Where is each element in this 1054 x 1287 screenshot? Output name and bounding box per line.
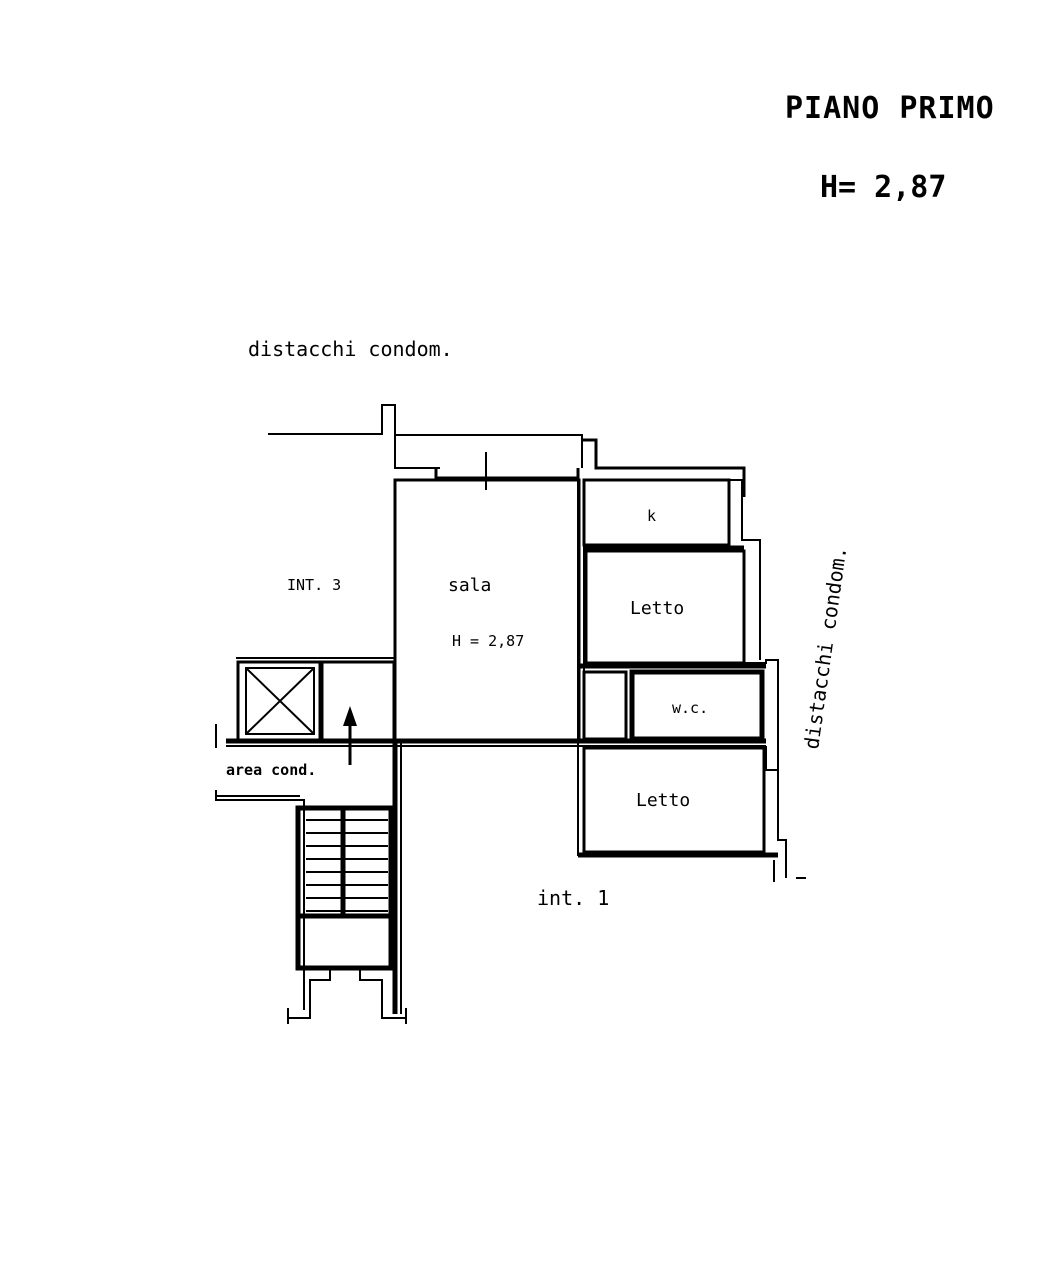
room-bedroom-2: [582, 746, 766, 854]
elevator-inner: [245, 667, 315, 735]
plan-title: PIANO PRIMO: [785, 91, 995, 126]
unit-bottom-label: int. 1: [537, 886, 609, 910]
facade-top-right: [582, 438, 746, 497]
elevator-shaft: [236, 660, 322, 742]
room-sala: [393, 478, 581, 744]
stair-foot-right: [359, 968, 406, 1019]
room-sala-height: H = 2,87: [452, 632, 524, 650]
common-area-boundary: [215, 790, 305, 1010]
facade-top: [434, 468, 580, 480]
right-setback-label: distacchi condom.: [799, 545, 851, 751]
common-area-label: area cond.: [226, 761, 316, 779]
top-boundary-line: [268, 404, 440, 469]
top-setback-label: distacchi condom.: [248, 337, 453, 361]
landing-block: [320, 660, 396, 742]
bedroom-outer-wall: [744, 659, 787, 878]
room-closet: [582, 670, 628, 741]
elevator-x-2: [245, 667, 315, 735]
room-kitchen: [582, 478, 731, 547]
unit-left-label: INT. 3: [287, 576, 341, 594]
staircase: [295, 805, 394, 971]
room-bedroom-1-label: Letto: [630, 598, 684, 619]
kitchen-outer-wall: [729, 479, 761, 660]
top-boundary-line-2: [395, 434, 583, 468]
plan-height: H= 2,87: [820, 170, 946, 205]
room-kitchen-label: k: [647, 507, 656, 525]
room-sala-label: sala: [448, 575, 491, 596]
bedroom-2-outer-wall: [765, 746, 778, 771]
entrance-arrow-icon: [343, 706, 357, 726]
stair-foot-left: [288, 967, 331, 1019]
room-bedroom-1: [584, 549, 746, 665]
room-bedroom-2-label: Letto: [636, 790, 690, 811]
room-wc-label: w.c.: [672, 699, 708, 717]
